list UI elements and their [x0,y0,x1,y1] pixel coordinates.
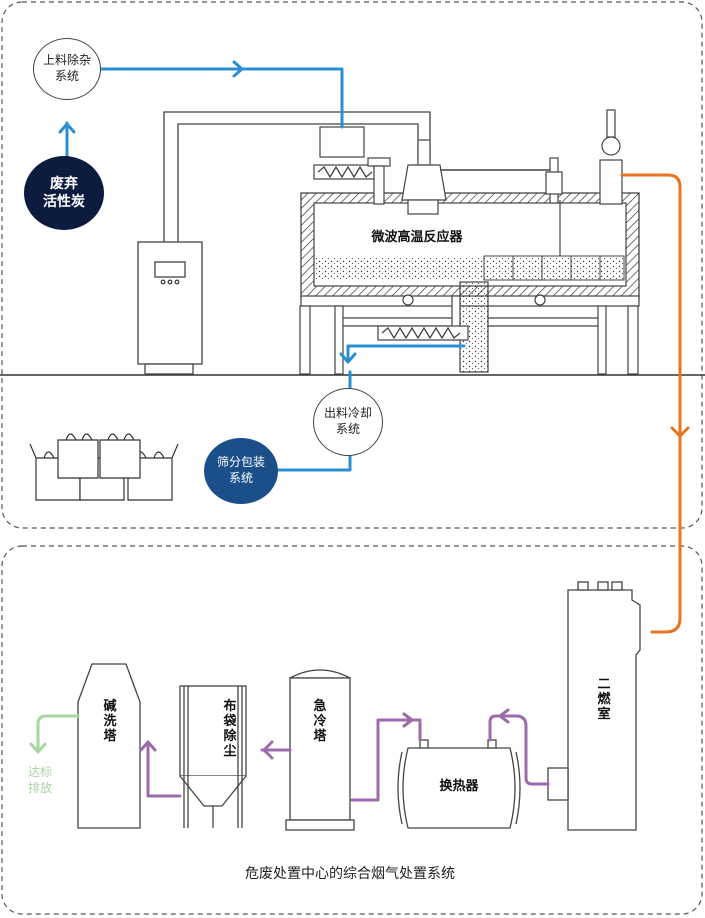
discharge-line2: 排放 [27,781,52,796]
purple-arrow-icon [139,708,510,760]
purple-flow-lines [146,714,550,802]
top-section-frame [1,1,703,529]
blue-flow-lines [65,67,466,472]
discharge-cooling-line2: 系统 [335,422,360,436]
ton-bag-icon [29,433,179,501]
baghouse-label: 布袋除尘 [223,699,237,759]
discharge-cooling-line1: 出料冷却 [323,406,372,421]
discharge-label: 达标 排放 [20,764,60,796]
alkali-scrubber [77,663,141,829]
waste-carbon-line2: 活性炭 [43,194,85,210]
secondary-combustion-label: 二燃室 [597,677,611,722]
green-discharge-flow [29,714,80,754]
feed-screw-conveyor [313,126,391,205]
orange-flow-line [620,173,690,634]
discharge-cooling-node: 出料冷却 系统 [313,388,383,456]
discharge-chute [377,281,489,373]
diagram-caption: 危废处置中心的综合烟气处置系统 [245,866,455,882]
screening-packing-node: 筛分包装 系统 [204,438,278,504]
discharge-line1: 达标 [27,765,52,779]
cyclone-separator [401,139,550,215]
quench-tower [285,669,355,831]
heat-exchanger-label: 换热器 [439,779,479,794]
alkali-scrubber-label: 碱洗塔 [103,699,117,744]
intake-system-line1: 上料除杂 [42,53,91,68]
intake-system-line2: 系统 [54,69,79,83]
reactor-label: 微波高温反应器 [371,230,463,245]
blue-arrow-icon [58,60,357,364]
baghouse-filter [179,685,247,828]
intake-system-node: 上料除杂 系统 [33,38,101,100]
waste-carbon-line1: 废弃 [50,175,78,192]
exhaust-stack [545,109,623,205]
screening-packing-line2: 系统 [228,471,253,485]
bottom-section-frame [1,545,703,915]
heat-exchanger [397,739,521,829]
screening-packing-line1: 筛分包装 [216,455,265,470]
secondary-combustion-chamber [547,581,641,831]
reactor-support [299,294,639,375]
waste-carbon-node: 废弃 活性炭 [24,156,104,230]
quench-tower-label: 急冷塔 [313,699,327,744]
control-cabinet [137,241,203,375]
